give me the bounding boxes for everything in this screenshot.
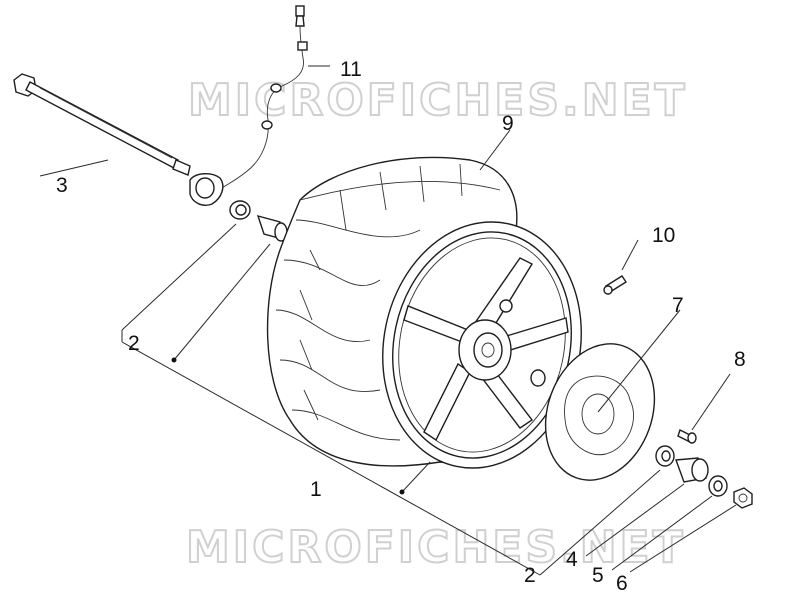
brake-disc-part (544, 343, 656, 481)
callout-3: 3 (56, 174, 68, 197)
bearing-left-part (229, 200, 251, 220)
axle-nut-part (733, 487, 753, 509)
axle-part (13, 73, 191, 176)
callout-2-top: 2 (128, 332, 140, 355)
bolt-part (677, 429, 697, 444)
wheel-rim-part (382, 221, 582, 469)
callout-2-bottom: 2 (524, 564, 536, 587)
watermark-bottom: MICROFICHES.NET (186, 522, 686, 573)
callout-1: 1 (310, 478, 322, 501)
callout-11: 11 (340, 58, 362, 81)
spacer-sleeve-part (256, 214, 288, 242)
bearing-right-part (655, 445, 675, 467)
callout-5: 5 (592, 564, 604, 587)
valve-part (603, 275, 627, 295)
dust-seal-part (708, 475, 728, 497)
callout-4: 4 (566, 548, 578, 571)
speedometer-cable-part (189, 5, 308, 206)
watermark-top: MICROFICHES.NET (188, 75, 688, 126)
callout-6: 6 (616, 572, 628, 595)
callout-10: 10 (652, 224, 675, 247)
leader-lines (39, 65, 737, 576)
callout-7: 7 (672, 294, 684, 317)
spacer-right-part (675, 457, 709, 483)
callout-9: 9 (502, 112, 514, 135)
callout-8: 8 (734, 348, 746, 371)
